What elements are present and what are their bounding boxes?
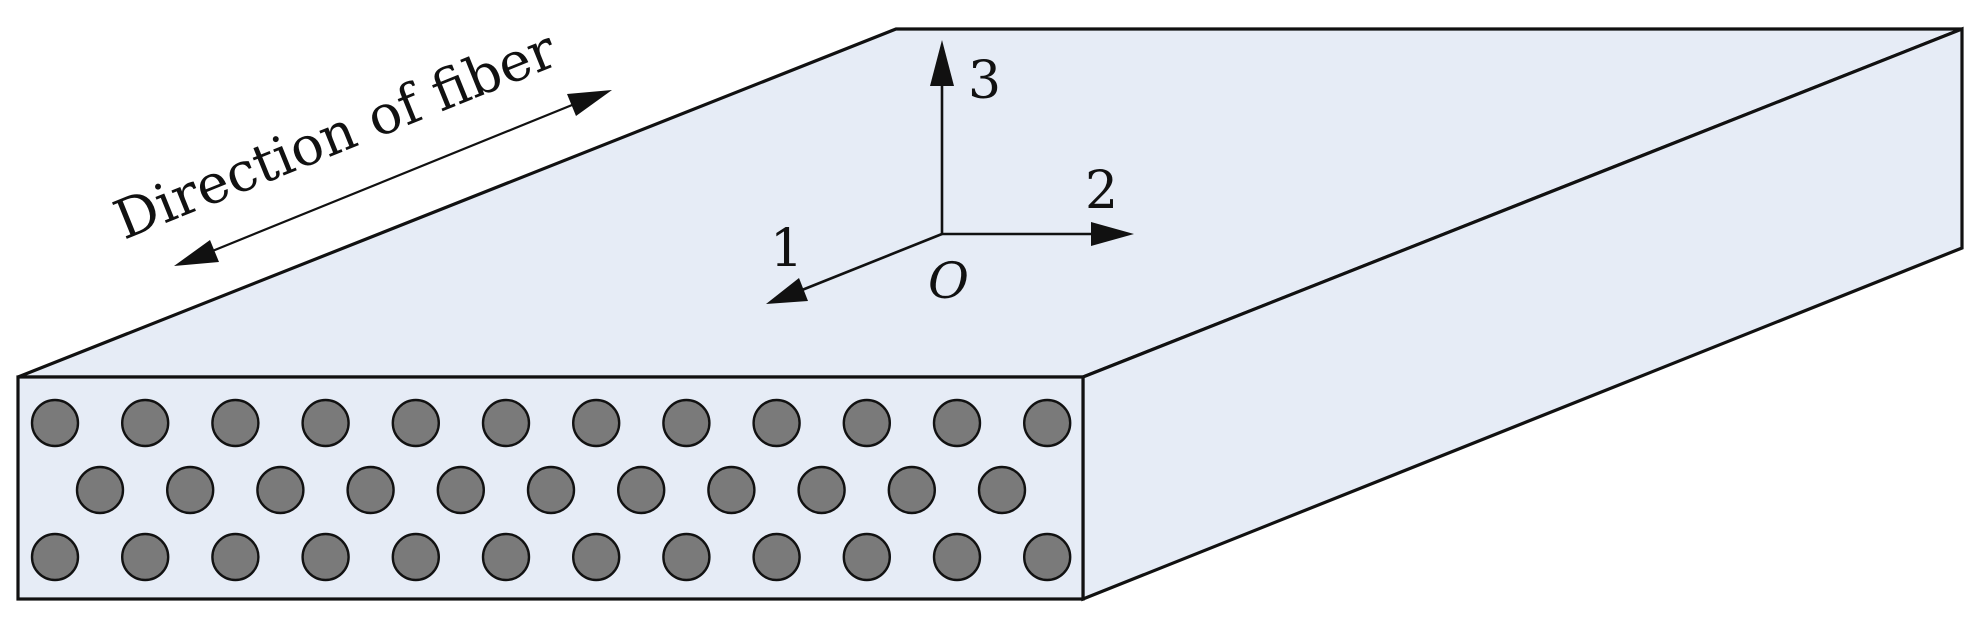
axis-1-label: 1 bbox=[770, 219, 803, 279]
axis-2-arrowhead bbox=[1091, 222, 1134, 246]
coordinate-axes: 3 2 1 O bbox=[766, 40, 1134, 310]
fiber-circle bbox=[346, 465, 395, 515]
fiber-circle bbox=[572, 532, 621, 582]
fiber-circle bbox=[932, 398, 982, 448]
fiber-circle bbox=[1022, 398, 1072, 448]
axis-1-line bbox=[801, 232, 943, 292]
fiber-circle bbox=[120, 398, 170, 448]
axis-2-label: 2 bbox=[1085, 161, 1118, 221]
fiber-circle bbox=[526, 465, 576, 515]
fiber-circle bbox=[662, 532, 711, 582]
origin-label: O bbox=[928, 252, 969, 310]
fiber-circle bbox=[1022, 532, 1072, 582]
fiber-circle bbox=[120, 532, 170, 582]
fiber-circle bbox=[30, 398, 80, 448]
fiber-circle bbox=[481, 532, 531, 582]
axis-1-arrowhead bbox=[766, 278, 808, 304]
fiber-circle bbox=[481, 398, 531, 448]
fiber-circle bbox=[887, 465, 936, 515]
fiber-direction-arrowhead-forward bbox=[567, 90, 612, 116]
fiber-circle bbox=[572, 398, 621, 448]
fiber-circle bbox=[932, 532, 982, 582]
fiber-circle bbox=[391, 398, 440, 448]
fiber-circle bbox=[211, 398, 260, 448]
fiber-circle bbox=[707, 465, 756, 515]
fiber-circle bbox=[752, 532, 801, 582]
fiber-circle bbox=[75, 465, 125, 515]
fiber-circle bbox=[211, 532, 260, 582]
fiber-circle bbox=[301, 398, 350, 448]
fiber-circle bbox=[30, 532, 80, 582]
fiber-circle bbox=[752, 398, 801, 448]
fiber-circle bbox=[301, 532, 350, 582]
fiber-direction-arrowhead-back bbox=[174, 240, 219, 266]
fiber-circle bbox=[436, 465, 485, 515]
fiber-cross-sections bbox=[30, 398, 1072, 582]
fiber-circle bbox=[256, 465, 305, 515]
fiber-circle bbox=[842, 532, 891, 582]
fiber-circle bbox=[842, 398, 891, 448]
axis-3-arrowhead bbox=[930, 40, 954, 86]
fiber-circle bbox=[977, 465, 1027, 515]
fiber-circle bbox=[797, 465, 846, 515]
fiber-direction-line bbox=[204, 101, 578, 256]
axis-3-label: 3 bbox=[968, 51, 1001, 111]
fiber-circle bbox=[391, 532, 440, 582]
fiber-circle bbox=[662, 398, 711, 448]
fiber-circle bbox=[617, 465, 666, 515]
fiber-circle bbox=[165, 465, 215, 515]
